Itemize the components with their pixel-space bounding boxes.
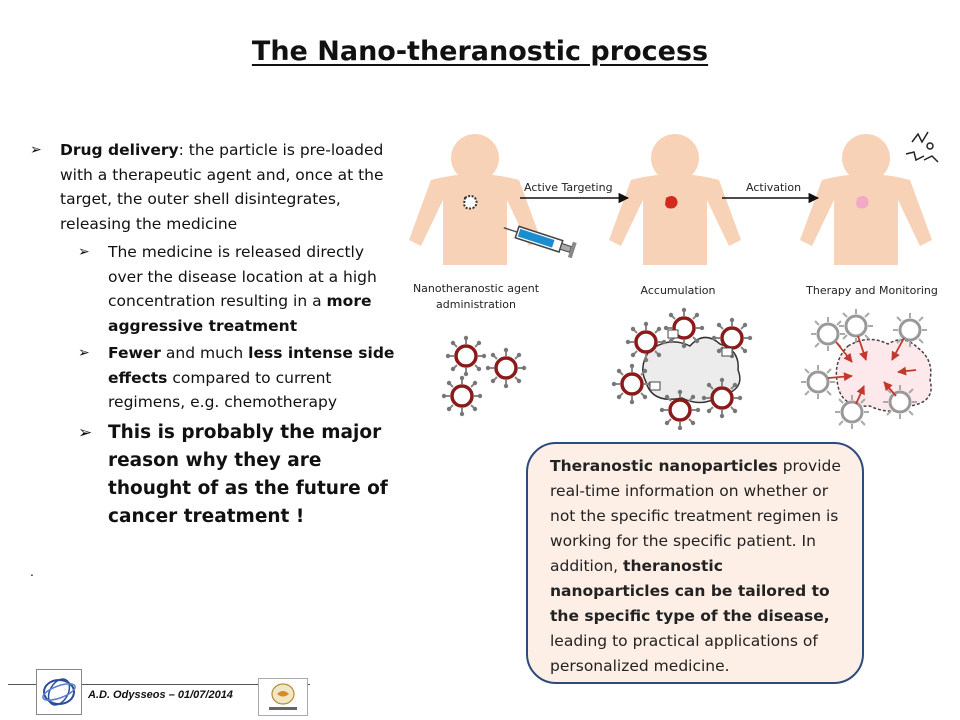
emblem-logo-icon xyxy=(269,683,297,710)
arrow-bullet-icon: ➢ xyxy=(78,422,93,443)
sub-bullet-bold: less intense side effects xyxy=(108,344,395,387)
label-administration: Nanotheranostic agent xyxy=(413,282,540,295)
arrow-bullet-icon: ➢ xyxy=(78,244,90,260)
free-nanoparticles xyxy=(440,334,528,418)
bullet-drug-delivery: ➢ Drug delivery: the particle is pre-loa… xyxy=(30,138,400,236)
sub-bullet-bold: more aggressive treatment xyxy=(108,292,372,335)
sub-bullet-bold: Fewer xyxy=(108,344,161,362)
theranostic-diagram: Active Targeting Activation Nanotheranos… xyxy=(409,131,939,430)
footer-divider xyxy=(8,684,310,685)
footer-author-date: A.D. Odysseos – 01/07/2014 xyxy=(88,689,233,701)
bullet-text: : the particle is pre-loaded with a ther… xyxy=(60,141,384,233)
callout-text: leading to practical applications of per… xyxy=(550,632,818,675)
accumulation-cluster xyxy=(610,306,754,430)
sub-bullet-release: ➢ The medicine is released directly over… xyxy=(78,240,400,338)
arrow-label-activation: Activation xyxy=(746,181,801,194)
therapy-cluster xyxy=(799,307,932,430)
tumour-spot-3 xyxy=(856,196,869,209)
activation-signal-icon xyxy=(905,131,939,163)
globe-logo-icon xyxy=(42,678,76,706)
stray-dot: . xyxy=(30,563,34,579)
callout-bold: theranostic nanoparticles can be tailore… xyxy=(550,557,830,625)
tumour-spot-1 xyxy=(462,195,478,210)
tumour-spot-2 xyxy=(665,196,678,209)
sub-bullet-text: and much xyxy=(160,344,249,362)
syringe-icon xyxy=(503,225,577,259)
label-administration-2: administration xyxy=(436,298,516,311)
arrow-label-active-targeting: Active Targeting xyxy=(524,181,613,194)
bullet-list: ➢ Drug delivery: the particle is pre-loa… xyxy=(30,138,400,534)
page-title: The Nano-theranostic process xyxy=(251,36,709,67)
sub-bullet-side-effects: ➢ Fewer and much less intense side effec… xyxy=(78,341,400,415)
bullet-label: Drug delivery xyxy=(60,141,179,159)
sub-bullet-text: This is probably the major reason why th… xyxy=(108,421,388,527)
callout-bold: Theranostic nanoparticles xyxy=(550,457,778,475)
label-therapy-monitoring: Therapy and Monitoring xyxy=(805,284,938,297)
ministry-logo xyxy=(258,678,308,716)
info-callout: Theranostic nanoparticles provide real-t… xyxy=(526,442,864,684)
callout-text: provide real-time information on whether… xyxy=(550,457,841,575)
arrow-bullet-icon: ➢ xyxy=(30,142,42,158)
university-logo xyxy=(36,669,82,715)
sub-bullet-text: compared to current regimens, e.g. chemo… xyxy=(108,368,338,412)
arrow-bullet-icon: ➢ xyxy=(78,345,90,361)
label-accumulation: Accumulation xyxy=(641,284,716,297)
sub-bullet-future: ➢ This is probably the major reason why … xyxy=(78,419,400,531)
sub-bullet-text: The medicine is released directly over t… xyxy=(108,243,377,310)
